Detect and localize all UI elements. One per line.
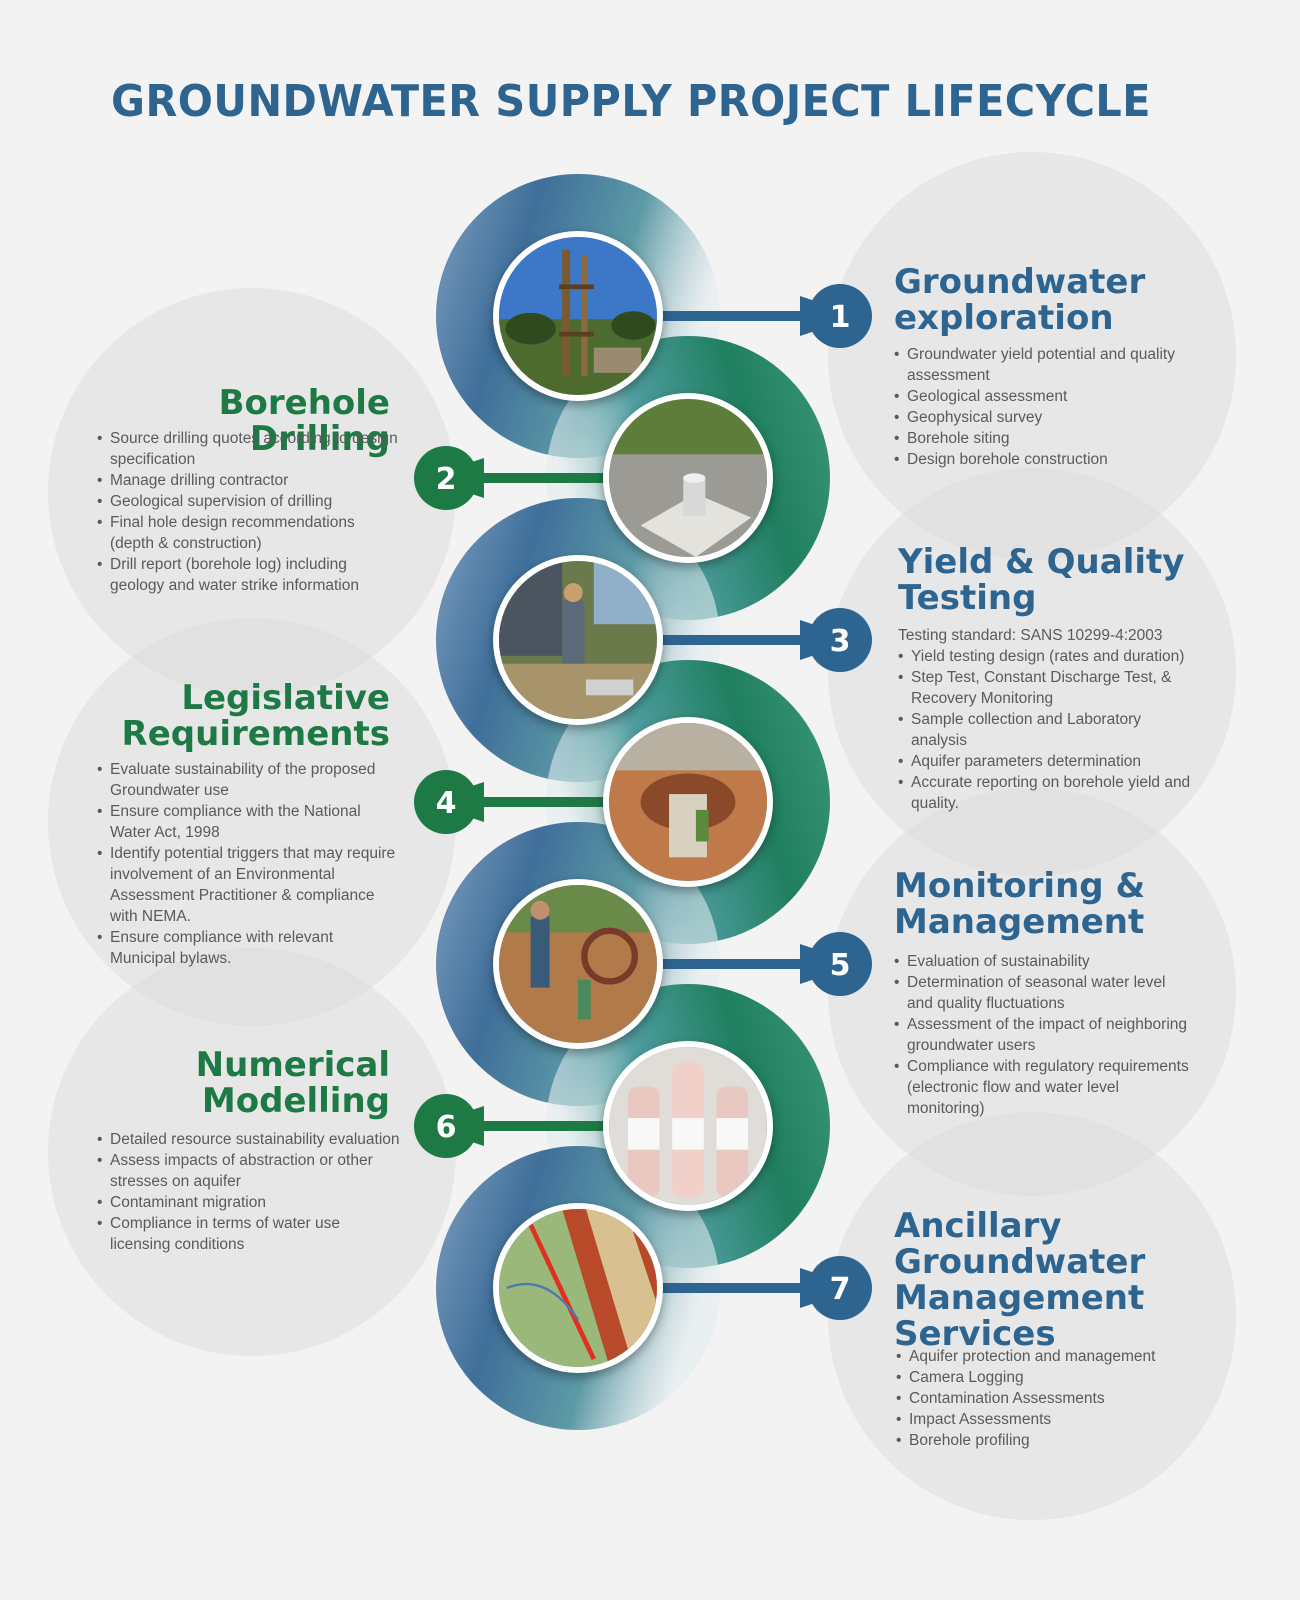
step-badge-2: 2	[414, 446, 484, 510]
connector-4	[460, 797, 620, 807]
svg-text:4: 4	[436, 786, 457, 821]
list-item: Determination of seasonal water level an…	[894, 972, 1194, 1014]
list-item: Ensure compliance with relevant Municipa…	[97, 927, 402, 969]
list-item: Aquifer protection and management	[896, 1346, 1196, 1367]
list-item: Contamination Assessments	[896, 1388, 1196, 1409]
list-item: Assess impacts of abstraction or other s…	[97, 1150, 402, 1192]
step-3-title: Yield & Quality Testing	[898, 544, 1184, 616]
list-item: Borehole siting	[894, 428, 1194, 449]
svg-text:2: 2	[436, 462, 457, 497]
svg-text:7: 7	[830, 1272, 851, 1307]
svg-text:1: 1	[830, 300, 851, 335]
step-3-title-line-2: Testing	[898, 578, 1037, 618]
list-item: Sample collection and Laboratory analysi…	[898, 709, 1198, 751]
list-item: Design borehole construction	[894, 449, 1194, 470]
step-1-title: Groundwater exploration	[894, 264, 1145, 336]
list-item: Geological supervision of drilling	[97, 491, 402, 512]
list-item: Drill report (borehole log) including ge…	[97, 554, 402, 596]
svg-text:6: 6	[436, 1110, 457, 1145]
step-badge-5: 5	[800, 932, 872, 996]
photo-water-samples	[603, 1041, 773, 1211]
step-badge-6: 6	[414, 1094, 484, 1158]
step-badge-4: 4	[414, 770, 484, 834]
connector-1	[660, 311, 840, 321]
list-item: Compliance in terms of water use licensi…	[97, 1213, 402, 1255]
step-4-title: Legislative Requirements	[90, 680, 390, 752]
list-item: Assessment of the impact of neighboring …	[894, 1014, 1194, 1056]
list-item: Identify potential triggers that may req…	[97, 843, 402, 927]
list-item: Manage drilling contractor	[97, 470, 402, 491]
step-5-title: Monitoring & Management	[894, 868, 1145, 940]
step-4-list: Evaluate sustainability of the proposed …	[97, 759, 402, 969]
step-badge-3: 3	[800, 608, 872, 672]
photo-aquifer-map	[493, 1203, 663, 1373]
photo-yield-testing	[493, 555, 663, 725]
step-7-title: Ancillary Groundwater Management Service…	[894, 1208, 1145, 1352]
photo-pump-station	[493, 879, 663, 1049]
step-4-title-line-2: Requirements	[121, 714, 390, 754]
list-item: Final hole design recommendations (depth…	[97, 512, 402, 554]
connector-3	[660, 635, 840, 645]
step-1-title-line-1: Groundwater	[894, 262, 1146, 302]
step-3-title-line-1: Yield & Quality	[898, 542, 1185, 582]
step-4-title-line-1: Legislative	[181, 678, 390, 718]
svg-text:5: 5	[830, 948, 851, 983]
step-6-title-line-2: Modelling	[201, 1081, 390, 1121]
step-7-title-line-2: Groundwater	[894, 1242, 1146, 1282]
list-item: Compliance with regulatory requirements …	[894, 1056, 1194, 1119]
connector-2	[460, 473, 620, 483]
svg-text:3: 3	[830, 624, 851, 659]
step-5-title-line-1: Monitoring &	[894, 866, 1146, 906]
step-3-intro: Testing standard: SANS 10299-4:2003	[898, 627, 1163, 644]
page-title: GROUNDWATER SUPPLY PROJECT LIFECYCLE	[111, 76, 1151, 127]
list-item: Contaminant migration	[97, 1192, 402, 1213]
step-badge-7: 7	[800, 1256, 872, 1320]
list-item: Geological assessment	[894, 386, 1194, 407]
photo-borehole-monitoring	[603, 717, 773, 887]
step-6-title: Numerical Modelling	[90, 1047, 390, 1119]
connector-5	[660, 959, 840, 969]
connector-7	[660, 1283, 840, 1293]
step-2-list: Source drilling quotes according to desi…	[97, 428, 402, 596]
list-item: Detailed resource sustainability evaluat…	[97, 1129, 402, 1150]
step-1-list: Groundwater yield potential and quality …	[894, 344, 1194, 470]
background-circle-ancillary	[828, 1112, 1236, 1520]
list-item: Geophysical survey	[894, 407, 1194, 428]
list-item: Groundwater yield potential and quality …	[894, 344, 1194, 386]
step-5-list: Evaluation of sustainability Determinati…	[894, 951, 1194, 1119]
step-7-list: Aquifer protection and management Camera…	[896, 1346, 1196, 1451]
step-7-title-line-3: Management	[894, 1278, 1145, 1318]
list-item: Accurate reporting on borehole yield and…	[898, 772, 1198, 814]
step-3-list: Testing standard: SANS 10299-4:2003 Yiel…	[898, 625, 1198, 814]
list-item: Source drilling quotes according to desi…	[97, 428, 402, 470]
step-badge-1: 1	[800, 284, 872, 348]
step-6-title-line-1: Numerical	[195, 1045, 390, 1085]
step-5-title-line-2: Management	[894, 902, 1145, 942]
step-7-title-line-1: Ancillary	[894, 1206, 1062, 1246]
photo-drilling-rig	[493, 231, 663, 401]
list-item: Evaluate sustainability of the proposed …	[97, 759, 402, 801]
list-item: Yield testing design (rates and duration…	[898, 646, 1198, 667]
photo-borehole-cap	[603, 393, 773, 563]
step-1-title-line-2: exploration	[894, 298, 1114, 338]
list-item: Evaluation of sustainability	[894, 951, 1194, 972]
list-item: Ensure compliance with the National Wate…	[97, 801, 402, 843]
list-item: Borehole profiling	[896, 1430, 1196, 1451]
list-item: Impact Assessments	[896, 1409, 1196, 1430]
connector-6	[460, 1121, 620, 1131]
list-item: Camera Logging	[896, 1367, 1196, 1388]
list-item: Aquifer parameters determination	[898, 751, 1198, 772]
step-6-list: Detailed resource sustainability evaluat…	[97, 1129, 402, 1255]
list-item: Step Test, Constant Discharge Test, & Re…	[898, 667, 1198, 709]
